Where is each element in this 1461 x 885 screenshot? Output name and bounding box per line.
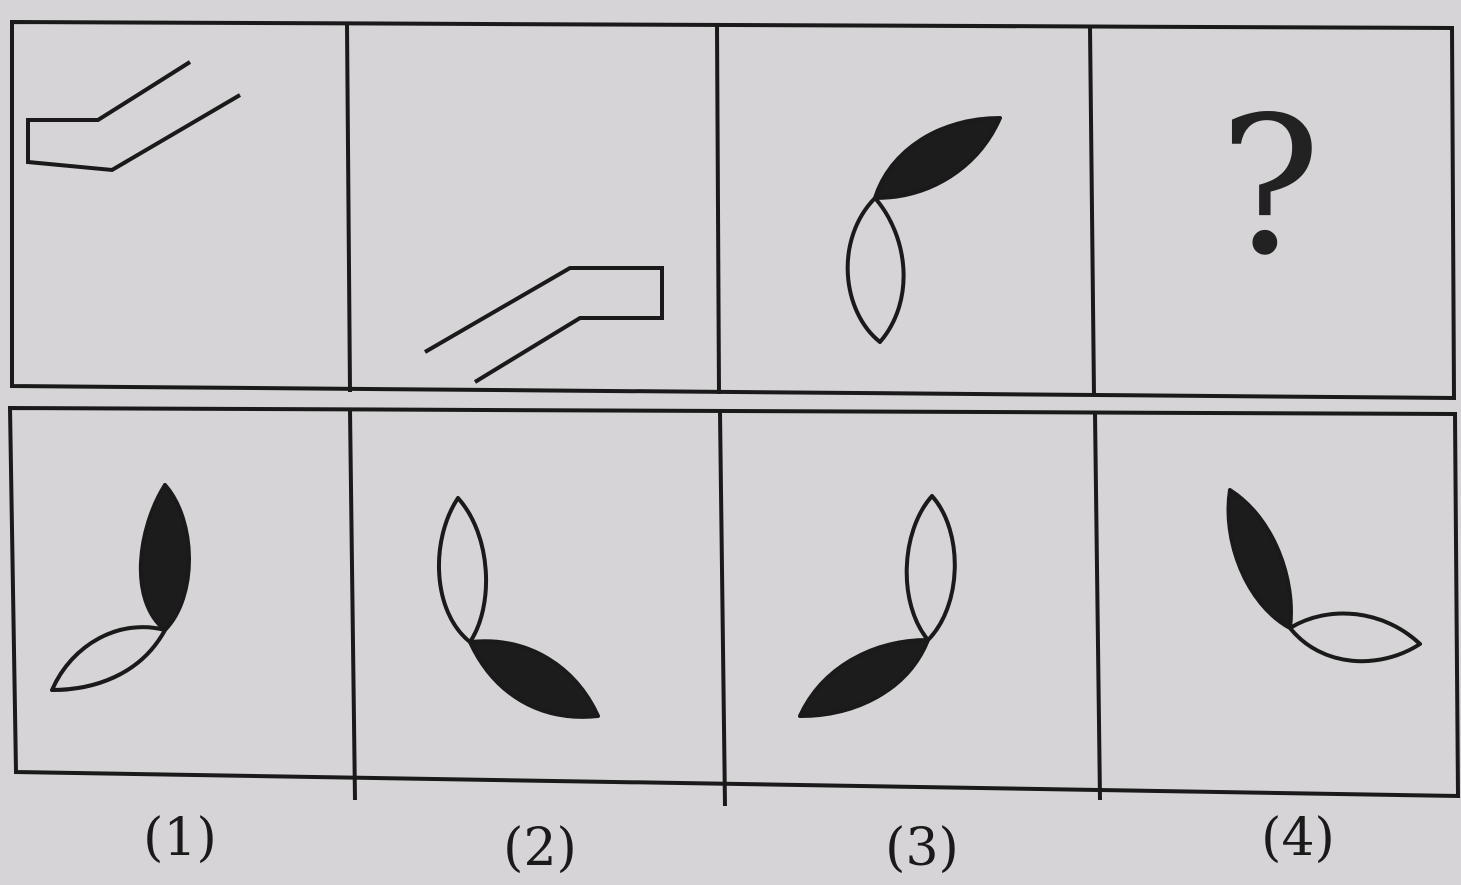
option-4-light-leaf [1290,613,1420,661]
question-figure-3-leaves [848,118,1000,342]
option-4-dark-leaf [1228,490,1290,628]
question-figure-3-light-leaf [848,198,904,342]
options-divider-2 [720,412,725,806]
option-4-label[interactable]: (4) [1218,808,1378,868]
question-figure-2-shape [425,268,662,382]
option-1-figure [52,485,189,690]
option-3-light-leaf [907,496,955,640]
option-1-label[interactable]: (1) [100,808,260,868]
option-2-label[interactable]: (2) [460,818,620,878]
option-2-figure [439,498,598,717]
options-divider-3 [1095,413,1100,800]
question-divider-3 [1090,27,1094,396]
options-row [10,408,1458,806]
option-3-figure [800,496,955,716]
option-2-dark-leaf [470,641,598,717]
question-divider-1 [347,24,350,392]
missing-figure-question-mark: ? [1205,92,1335,282]
option-1-light-leaf [52,627,165,690]
options-divider-1 [350,410,355,800]
question-figure-3-dark-leaf [875,118,1000,198]
option-2-light-leaf [439,498,486,642]
question-divider-2 [717,26,719,394]
question-figure-1-shape [28,62,240,170]
options-row-frame [10,408,1458,796]
option-3-dark-leaf [800,640,928,716]
option-1-dark-leaf [141,485,189,630]
option-3-label[interactable]: (3) [842,818,1002,878]
option-4-figure [1228,490,1420,661]
